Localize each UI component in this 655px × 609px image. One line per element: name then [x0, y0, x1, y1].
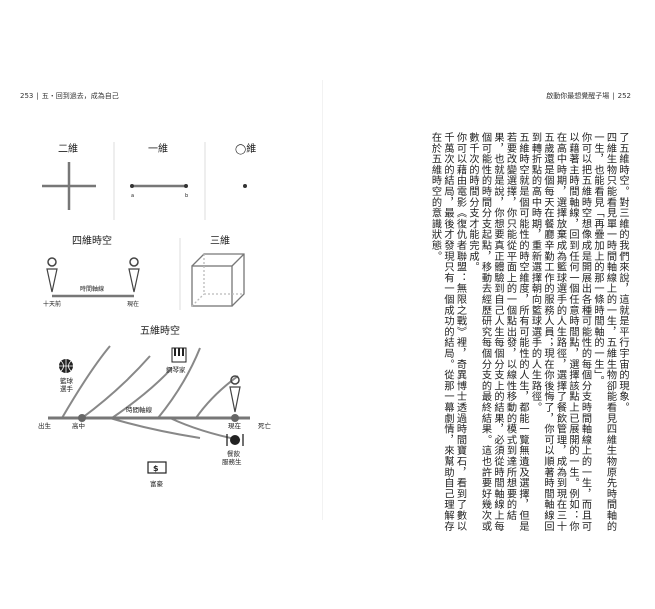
body-text: 了五維時空。對三維的我們來說，這就是平行宇宙的現象。 四維生物只能看見單一時間軸…	[328, 132, 629, 532]
label-pianist: 鋼琴家	[166, 365, 186, 374]
right-page	[330, 80, 640, 520]
person-icon-past	[46, 257, 58, 293]
basketball-icon	[59, 359, 73, 373]
label-2d: 二維	[58, 142, 78, 155]
paragraph: 五維時空就是個可能性的時空維度，所有可能性的人生，都能一覽無遺及選擇，但是若要改…	[467, 132, 528, 532]
label-0d: ◯維	[235, 142, 256, 155]
dining-icon	[226, 434, 244, 446]
label-a: a	[131, 193, 134, 199]
label-timeline-5d: 時間軸線	[126, 405, 153, 414]
left-page	[18, 80, 318, 520]
single-point	[243, 184, 247, 188]
label-now-5d: 現在	[228, 421, 242, 430]
label-ten-days-ago: 十天前	[43, 300, 61, 308]
person-icon-now-5d	[229, 375, 241, 413]
label-3d: 三維	[210, 234, 230, 247]
running-title: 啟動你最想覺醒子場	[546, 92, 610, 100]
paragraph: 你可以藉由電影《復仇者聯盟：無限之戰》裡，奇異博士透過時間寶石，看到了數以千萬次…	[429, 132, 466, 532]
money-icon: $	[147, 461, 167, 474]
label-birth: 出生	[38, 421, 52, 430]
label-4d: 四維時空	[72, 234, 112, 247]
header-separator: |	[36, 92, 39, 100]
timeline-branches	[61, 345, 241, 441]
label-basketball-player: 籃球選手	[60, 376, 74, 393]
page-number-left: 253	[20, 92, 34, 100]
piano-icon	[171, 347, 187, 363]
svg-text:$: $	[153, 464, 159, 473]
left-page-header: 253|五・回到過去，成為自己	[20, 91, 119, 101]
paragraph: 四維生物只能看見單一時間軸線上的一生，五維生物卻能看見四維生物原先時間軸的一生，…	[592, 132, 616, 532]
header-separator: |	[612, 92, 615, 100]
cube-icon	[191, 253, 245, 307]
label-b: b	[185, 193, 188, 199]
point-b	[184, 184, 188, 188]
label-tycoon: 富豪	[150, 479, 164, 488]
paragraph: 了五維時空。對三維的我們來說，這就是平行宇宙的現象。	[617, 132, 628, 413]
page-number-right: 252	[617, 92, 631, 100]
label-now-4d: 現在	[127, 300, 139, 308]
label-high-school: 高中	[72, 421, 85, 430]
label-1d: 一維	[148, 142, 168, 155]
timeline-node	[78, 414, 86, 422]
paragraph: 你可以把五維時空想像成是開展出各種可能性的每個分支時間軸線上的一生，而且可以藉著…	[529, 132, 591, 532]
label-waiter: 餐飲服務生	[222, 449, 242, 466]
chapter-title: 五・回到過去，成為自己	[41, 92, 119, 100]
label-timeline-4d: 時間軸線	[80, 285, 104, 293]
person-icon-now	[128, 257, 140, 293]
label-5d: 五維時空	[140, 324, 180, 337]
point-a	[130, 184, 134, 188]
label-death: 死亡	[258, 421, 272, 430]
right-page-header: 啟動你最想覺醒子場|252	[546, 91, 631, 101]
timeline-node	[231, 414, 239, 422]
book-gutter	[322, 80, 323, 520]
